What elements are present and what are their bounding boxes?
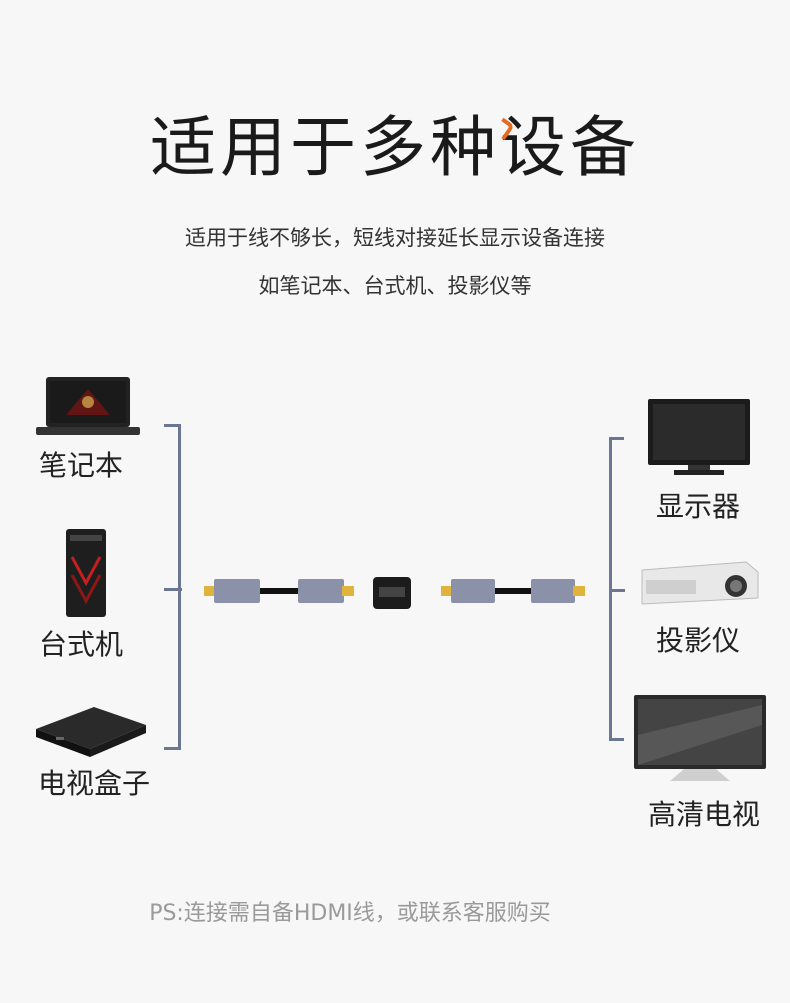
- monitor-icon: [648, 399, 750, 475]
- projector-icon: [641, 561, 759, 605]
- subtitle-line-1: 适用于线不够长，短线对接延长显示设备连接: [185, 226, 605, 250]
- device-label-projector: 投影仪: [656, 624, 741, 657]
- hdmi-cable-icon: [441, 579, 585, 603]
- left-bracket: [164, 424, 181, 750]
- subtitle-line-2: 如笔记本、台式机、投影仪等: [258, 274, 532, 298]
- device-label-hdtv: 高清电视: [648, 798, 761, 831]
- desktop-tower-icon: [66, 529, 106, 617]
- device-label-laptop: 笔记本: [39, 449, 124, 482]
- tv-box-icon: [36, 707, 146, 757]
- device-label-monitor: 显示器: [656, 490, 741, 523]
- page-title: 适用于多种设备: [150, 109, 640, 186]
- left-bracket-mid-tick: [164, 588, 182, 591]
- device-label-tv-box: 电视盒子: [38, 767, 151, 800]
- footer-note: PS:连接需自备HDMI线，或联系客服购买: [149, 901, 551, 926]
- hdmi-coupler-icon: [373, 577, 411, 609]
- device-label-desktop: 台式机: [39, 628, 124, 661]
- right-bracket-mid-tick: [609, 589, 625, 592]
- hdtv-icon: [634, 695, 766, 781]
- hdmi-cable-icon: [204, 579, 354, 603]
- laptop-icon: [36, 377, 140, 435]
